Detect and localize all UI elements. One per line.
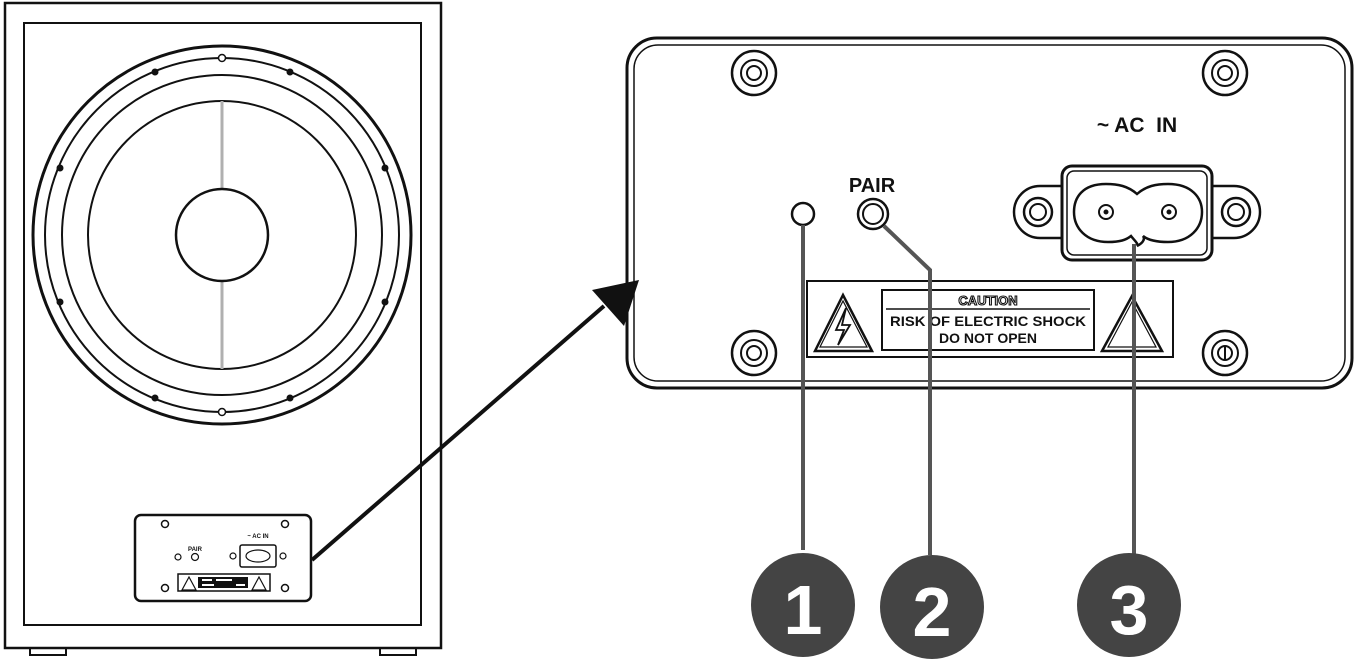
leader-line-2 <box>882 224 932 555</box>
callout-badge-1: 1 <box>751 553 855 657</box>
callout-badge-3: 3 <box>1077 553 1181 657</box>
caution-label: CAUTION RISK OF ELECTRIC SHOCK DO NOT OP… <box>806 280 1174 358</box>
ac-in-label: ~ AC IN <box>1097 114 1177 137</box>
woofer-driver <box>31 44 413 426</box>
mini-pair-button <box>190 552 200 562</box>
ac-inlet-right-screw <box>1220 196 1252 228</box>
led-indicator <box>790 201 816 227</box>
panel-screw-bottom-right <box>1201 329 1249 377</box>
figure-8-socket <box>1072 182 1204 248</box>
panel-screws <box>730 49 1249 377</box>
callout-number-3: 3 <box>1110 571 1149 649</box>
enlarged-rear-panel <box>625 36 1354 390</box>
pair-label: PAIR <box>849 175 896 197</box>
cabinet-foot-right <box>379 647 417 656</box>
cabinet-outer <box>3 1 443 650</box>
woofer-mounting-screws <box>56 53 389 417</box>
callout-number-2: 2 <box>913 573 952 651</box>
subwoofer-cabinet <box>3 1 443 656</box>
panel-screw-top-right <box>1201 49 1249 97</box>
mini-led <box>174 553 182 561</box>
mini-ac-inlet <box>239 544 277 568</box>
cabinet-inner <box>23 22 422 626</box>
zoom-arrow <box>310 280 639 562</box>
lightning-warning-icon <box>812 292 875 353</box>
caution-title: CAUTION <box>958 293 1017 308</box>
mini-ac-label: ~ AC IN <box>247 534 268 540</box>
ac-inlet-left-screw <box>1022 196 1054 228</box>
mini-rear-panel: PAIR ~ AC IN <box>133 513 313 603</box>
caution-text-box <box>881 289 1095 351</box>
pair-button <box>856 197 890 231</box>
callout-leader-lines <box>801 224 1136 556</box>
panel-screw-top-left <box>730 49 778 97</box>
mini-caution-strip <box>177 573 271 592</box>
caution-line-2: DO NOT OPEN <box>939 330 1037 346</box>
panel-screw-bottom-left <box>730 329 778 377</box>
mini-pair-label: PAIR <box>188 547 203 553</box>
dust-cap <box>174 187 270 283</box>
callout-number-1: 1 <box>784 571 823 649</box>
ac-inlet <box>1012 164 1262 262</box>
cabinet-foot-left <box>29 647 67 656</box>
caution-line-1: RISK OF ELECTRIC SHOCK <box>890 313 1086 329</box>
callout-badge-2: 2 <box>880 555 984 659</box>
